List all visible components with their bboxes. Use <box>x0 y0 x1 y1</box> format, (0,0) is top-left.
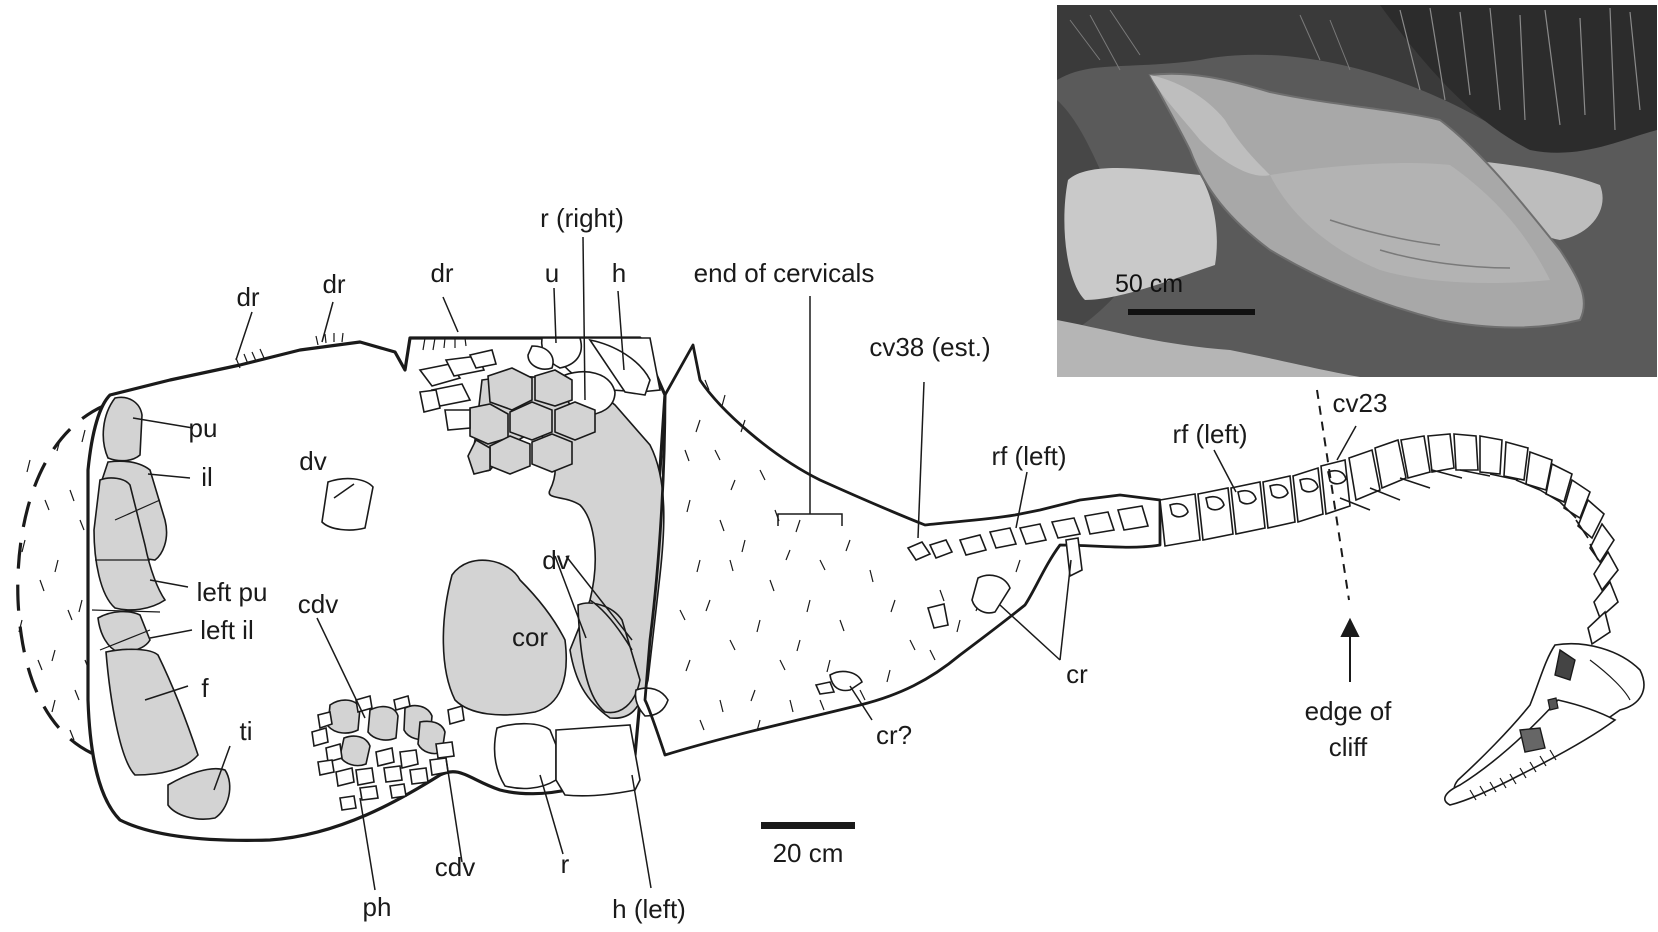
label-left-pu: left pu <box>197 577 268 607</box>
label-cdv-bottom: cdv <box>435 852 475 882</box>
neck-matrix <box>645 345 1160 755</box>
field-photo: 50 cm <box>1057 5 1657 377</box>
skull <box>1445 644 1644 805</box>
cervical-column <box>1160 434 1618 644</box>
label-dr-2: dr <box>322 269 345 299</box>
label-end-of-cervicals: end of cervicals <box>694 258 875 288</box>
label-h-left: h (left) <box>612 894 686 924</box>
main-scale-bar <box>761 822 855 829</box>
label-rf-left-2: rf (left) <box>1172 419 1247 449</box>
edge-of-cliff-arrow <box>1342 620 1358 682</box>
label-il: il <box>201 462 213 492</box>
label-r-bottom: r <box>561 849 570 879</box>
cervical-vertebrae-matrix <box>816 506 1148 694</box>
label-pu: pu <box>189 413 218 443</box>
label-ph: ph <box>363 892 392 922</box>
label-dv-center: dv <box>542 545 569 575</box>
main-scale-label: 20 cm <box>773 838 844 868</box>
end-of-cervicals-bracket <box>778 296 842 526</box>
label-dv-left: dv <box>299 446 326 476</box>
label-edge-of-cliff-2: cliff <box>1329 732 1368 762</box>
label-r-right: r (right) <box>540 203 624 233</box>
dorsal-vertebra-left <box>322 479 373 530</box>
label-rf-left-1: rf (left) <box>991 441 1066 471</box>
label-cr: cr <box>1066 659 1088 689</box>
label-cv23: cv23 <box>1333 388 1388 418</box>
label-cdv-top: cdv <box>298 589 338 619</box>
label-cv38: cv38 (est.) <box>869 332 990 362</box>
label-h-top: h <box>612 258 626 288</box>
label-f: f <box>201 673 209 703</box>
label-cor: cor <box>512 622 548 652</box>
photo-scale-label: 50 cm <box>1115 270 1183 298</box>
label-ti: ti <box>240 716 253 746</box>
label-dr-1: dr <box>236 282 259 312</box>
photo-scale-bar <box>1128 309 1255 315</box>
label-dr-3: dr <box>430 258 453 288</box>
label-edge-of-cliff-1: edge of <box>1305 696 1393 726</box>
label-cr-q: cr? <box>876 720 912 750</box>
label-left-il: left il <box>200 615 253 645</box>
label-u: u <box>545 258 559 288</box>
